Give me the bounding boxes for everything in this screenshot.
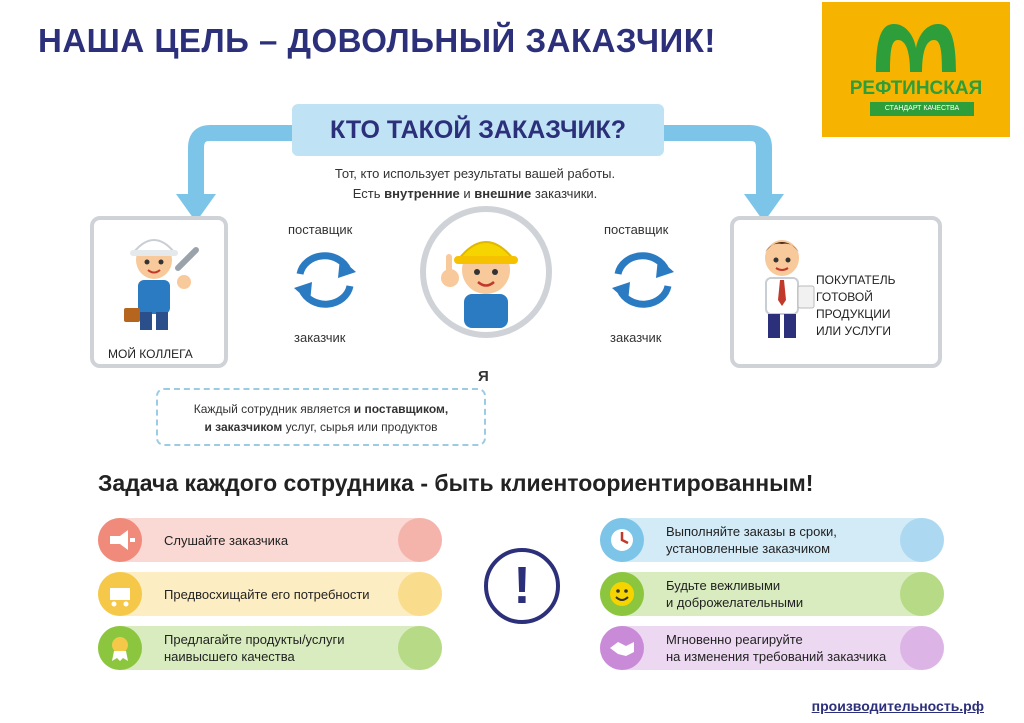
arrow-down-left-icon: [176, 194, 216, 222]
colleague-frame: МОЙ КОЛЛЕГА: [90, 216, 228, 368]
right-customer-label: заказчик: [610, 330, 662, 345]
me-frame: [420, 206, 552, 338]
rule-text-line1: Предлагайте продукты/услуги: [164, 632, 345, 647]
rule-text: Будьте вежливыми и доброжелательными: [666, 572, 803, 616]
rule-text: Мгновенно реагируйте на изменения требова…: [666, 626, 886, 670]
rule-text-line1: Выполняйте заказы в сроки,: [666, 524, 837, 539]
rule-text-line2: наивысшего качества: [164, 649, 295, 664]
left-rule-2: Предвосхищайте его потребности: [98, 572, 442, 616]
explanation-text: Тот, кто использует результаты вашей раб…: [300, 164, 650, 204]
logo-m-mark-icon: [876, 24, 956, 72]
task-heading: Задача каждого сотрудника - быть клиенто…: [98, 470, 814, 496]
rule-text-line2: на изменения требований заказчика: [666, 649, 887, 664]
buyer-frame: ПОКУПАТЕЛЬ ГОТОВОЙ ПРОДУКЦИИ ИЛИ УСЛУГИ: [730, 216, 942, 368]
rule-text: Предлагайте продукты/услуги наивысшего ка…: [164, 626, 345, 670]
exclamation-circle-icon: !: [484, 548, 560, 624]
rule-text-line1: Слушайте заказчика: [164, 532, 289, 548]
exclamation-mark: !: [513, 557, 531, 615]
left-cycle-arrows-icon: [294, 252, 356, 308]
cart-icon: [98, 572, 142, 616]
arrows-graphic: [176, 125, 784, 222]
left-customer-label: заказчик: [294, 330, 346, 345]
rule-end-cap: [398, 518, 442, 562]
colleague-label: МОЙ КОЛЛЕГА: [108, 347, 193, 361]
rule-text-line2: установленные заказчиком: [666, 541, 831, 556]
note-line1: Каждый сотрудник является и поставщиком,: [193, 402, 449, 416]
smiley-icon: [600, 572, 644, 616]
logo-name: РЕФТИНСКАЯ: [849, 78, 983, 99]
left-rule-3: Предлагайте продукты/услуги наивысшего ка…: [98, 626, 442, 670]
arrow-down-right-icon: [744, 194, 784, 222]
right-rule-3: Мгновенно реагируйте на изменения требова…: [600, 626, 944, 670]
rule-text-line1: Будьте вежливыми: [666, 578, 781, 593]
supplier-customer-note: Каждый сотрудник является и поставщиком,…: [156, 388, 486, 446]
colleague-worker-icon: [124, 239, 199, 330]
rule-end-cap: [398, 626, 442, 670]
buyer-businessman-icon: [765, 240, 815, 338]
question-box: КТО ТАКОЙ ЗАКАЗЧИК?: [292, 104, 664, 156]
right-rule-2: Будьте вежливыми и доброжелательными: [600, 572, 944, 616]
rule-text-line1: Мгновенно реагируйте: [666, 632, 803, 647]
rule-text-line2: и доброжелательными: [666, 595, 804, 610]
handshake-icon: [600, 626, 644, 670]
right-rule-1: Выполняйте заказы в сроки, установленные …: [600, 518, 944, 562]
explanation-line1: Тот, кто использует результаты вашей раб…: [334, 166, 616, 181]
rule-text-line1: Предвосхищайте его потребности: [164, 586, 370, 602]
footer-link[interactable]: производительность.рф: [811, 698, 984, 714]
note-line2: и заказчиком услуг, сырья или продуктов: [204, 420, 438, 434]
left-supplier-label: поставщик: [288, 222, 353, 237]
me-worker-icon: [441, 241, 518, 328]
megaphone-icon: [98, 518, 142, 562]
page-title: НАША ЦЕЛЬ – ДОВОЛЬНЫЙ ЗАКАЗЧИК!: [38, 22, 716, 59]
rule-end-cap: [900, 626, 944, 670]
rule-end-cap: [398, 572, 442, 616]
clock-icon: [600, 518, 644, 562]
right-supplier-label: поставщик: [604, 222, 669, 237]
award-icon: [98, 626, 142, 670]
rule-text: Выполняйте заказы в сроки, установленные …: [666, 518, 837, 562]
right-cycle-arrows-icon: [612, 252, 674, 308]
rule-text: Слушайте заказчика: [164, 518, 288, 562]
rule-end-cap: [900, 518, 944, 562]
rule-end-cap: [900, 572, 944, 616]
buyer-label: ПОКУПАТЕЛЬ ГОТОВОЙ ПРОДУКЦИИ ИЛИ УСЛУГИ: [816, 273, 896, 338]
me-label: Я: [478, 368, 489, 385]
rule-text: Предвосхищайте его потребности: [164, 572, 370, 616]
logo-subtitle: СТАНДАРТ КАЧЕСТВА: [870, 102, 974, 116]
explanation-line2: Есть внутренние и внешние заказчики.: [352, 186, 598, 201]
refinskaya-logo: РЕФТИНСКАЯ СТАНДАРТ КАЧЕСТВА: [822, 2, 1010, 137]
left-rule-1: Слушайте заказчика: [98, 518, 442, 562]
